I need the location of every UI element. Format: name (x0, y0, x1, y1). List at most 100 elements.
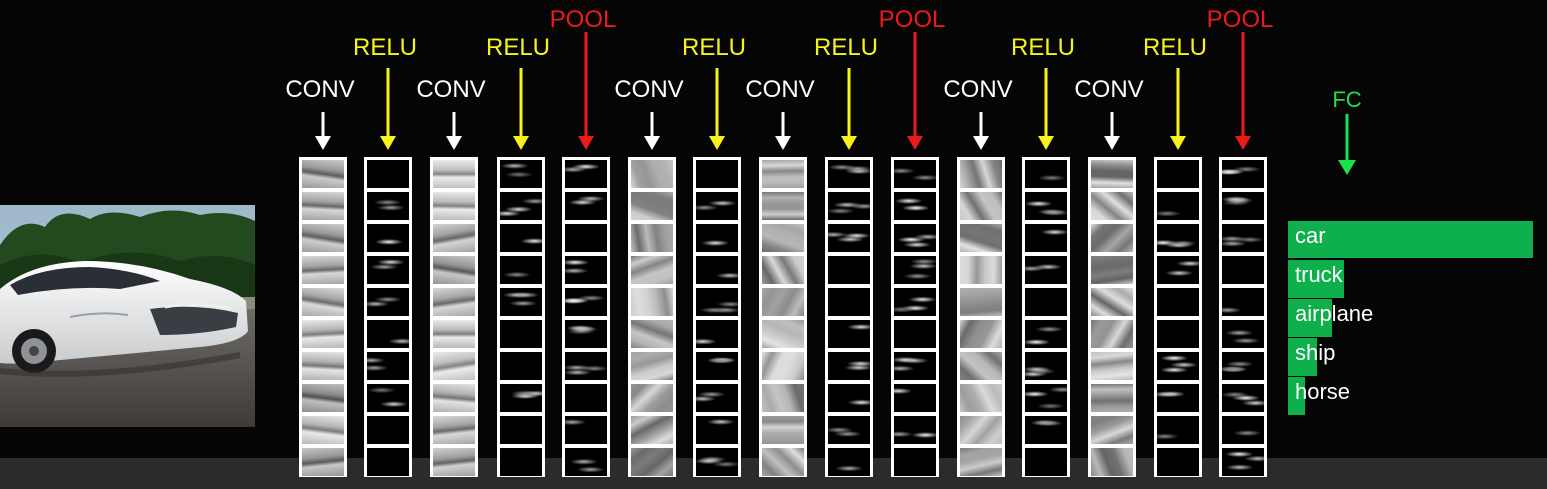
conv-label: CONV (416, 76, 486, 103)
relu-arrow-icon (709, 68, 725, 150)
activation-map (367, 320, 409, 348)
relu-activation-column (497, 157, 545, 477)
relu-arrow-icon (1038, 68, 1054, 150)
car-photo (0, 205, 255, 427)
activation-map (1091, 288, 1133, 316)
pool-label: POOL (878, 6, 946, 33)
conv-activation-column (430, 157, 478, 477)
score-bar (1288, 260, 1344, 298)
activation-map (696, 160, 738, 188)
activation-map (762, 352, 804, 380)
activation-map (1157, 192, 1199, 220)
activation-map (302, 160, 344, 188)
activation-map (960, 160, 1002, 188)
conv-activation-column (957, 157, 1005, 477)
conv-activation-column (299, 157, 347, 477)
activation-map (367, 352, 409, 380)
conv-label: CONV (614, 76, 684, 103)
activation-map (894, 320, 936, 348)
activation-map (894, 448, 936, 476)
activation-map (1157, 448, 1199, 476)
activation-map (828, 224, 870, 252)
activation-map (1025, 448, 1067, 476)
activation-map (1157, 384, 1199, 412)
activation-map (631, 288, 673, 316)
class-label: truck (1295, 262, 1343, 287)
activation-map (960, 352, 1002, 380)
activation-map (631, 448, 673, 476)
activation-map (1025, 352, 1067, 380)
relu-activation-column (1154, 157, 1202, 477)
activation-map (302, 192, 344, 220)
pool-activation-column (891, 157, 939, 477)
activation-map (1091, 448, 1133, 476)
activation-map (762, 384, 804, 412)
relu-activation-column (825, 157, 873, 477)
relu-arrow-icon (380, 68, 396, 150)
activation-map (565, 160, 607, 188)
activation-map (894, 416, 936, 444)
activation-map (367, 160, 409, 188)
conv-arrow-icon (315, 112, 331, 150)
activation-map (565, 320, 607, 348)
fc-label: FC (1332, 87, 1362, 112)
activation-map (960, 416, 1002, 444)
activation-map (500, 256, 542, 284)
activation-map (762, 320, 804, 348)
activation-map (1222, 288, 1264, 316)
relu-label: RELU (485, 34, 551, 61)
activation-map (696, 224, 738, 252)
activation-map (367, 384, 409, 412)
activation-map (500, 448, 542, 476)
activation-map (696, 448, 738, 476)
activation-map (1222, 192, 1264, 220)
activation-map (828, 320, 870, 348)
activation-map (762, 288, 804, 316)
pool-arrow-icon (578, 32, 594, 150)
pool-arrow-icon (1235, 32, 1251, 150)
activation-map (762, 416, 804, 444)
activation-map (500, 384, 542, 412)
activation-map (631, 160, 673, 188)
activation-map (302, 384, 344, 412)
activation-map (302, 352, 344, 380)
activation-map (960, 448, 1002, 476)
activation-map (828, 384, 870, 412)
score-bar (1288, 338, 1317, 376)
class-label: ship (1295, 340, 1336, 365)
activation-map (960, 224, 1002, 252)
activation-map (433, 416, 475, 444)
activation-map (1157, 288, 1199, 316)
fc-arrow-icon (1338, 114, 1356, 175)
relu-label: RELU (681, 34, 747, 61)
activation-map (302, 416, 344, 444)
conv-label: CONV (745, 76, 815, 103)
activation-map (1025, 192, 1067, 220)
activation-map (960, 320, 1002, 348)
activation-map (302, 288, 344, 316)
activation-map (1157, 416, 1199, 444)
activation-map (762, 192, 804, 220)
class-label: horse (1295, 379, 1351, 404)
activation-map (894, 384, 936, 412)
activation-map (1157, 256, 1199, 284)
activation-map (631, 224, 673, 252)
activation-map (565, 192, 607, 220)
activation-map (631, 384, 673, 412)
activation-map (433, 448, 475, 476)
activation-map (631, 416, 673, 444)
activation-map (433, 256, 475, 284)
activation-map (696, 384, 738, 412)
activation-map (500, 224, 542, 252)
conv-arrow-icon (446, 112, 462, 150)
activation-map (960, 192, 1002, 220)
conv-arrow-icon (644, 112, 660, 150)
relu-label: RELU (1010, 34, 1076, 61)
class-label: car (1295, 223, 1326, 248)
activation-map (565, 224, 607, 252)
activation-map (762, 160, 804, 188)
activation-map (500, 192, 542, 220)
activation-map (631, 192, 673, 220)
activation-map (1157, 320, 1199, 348)
activation-map (696, 320, 738, 348)
